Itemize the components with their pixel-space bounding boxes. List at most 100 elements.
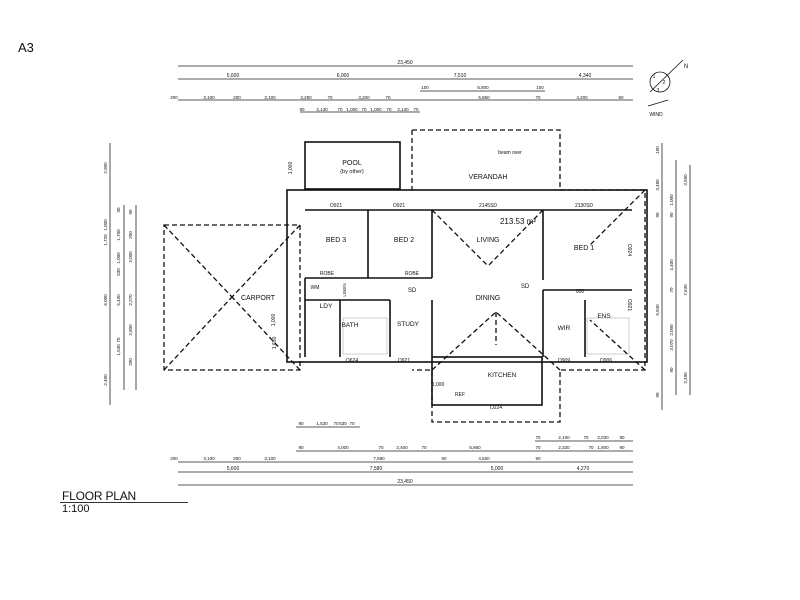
dim-1000b: 1,000 <box>271 314 277 327</box>
dim-bottom-row2-4: 70 <box>421 445 427 450</box>
dim-1000c: 1,000 <box>432 382 445 388</box>
dim-bottom-row3-3: 2,030 <box>597 435 609 440</box>
dim-bottom-row3-1: 2,100 <box>558 435 570 440</box>
dim-right-outer-0: 3,500 <box>683 174 688 186</box>
dim-top-row3-1: 3,100 <box>203 95 215 100</box>
room-carport: CARPORT <box>241 295 276 302</box>
floor-area: 213.53 m² <box>500 217 536 226</box>
dim-1000a: 1,000 <box>288 162 294 175</box>
dim-top-row4-6: 70 <box>386 107 392 112</box>
label-robe-1: ROBE <box>320 271 335 277</box>
dim-bottom-row2-8: 70 <box>588 445 594 450</box>
dim-left-inner-11: 1,530 <box>116 344 121 356</box>
dim-bottom-row4-0: 200 <box>170 456 178 461</box>
room-dining: DINING <box>476 295 501 302</box>
compass-rose-3: 3 <box>657 88 660 94</box>
dim-bottom-row5-0: 5,600 <box>227 466 240 472</box>
dim-left-inner-8: 2,270 <box>128 294 133 306</box>
dim-right-inner-1: 3,480 <box>655 179 660 191</box>
dim-bottom-row2-3: 2,400 <box>396 445 408 450</box>
dim-top-row4-1: 2,130 <box>316 107 328 112</box>
dim-top-row4-2: 70 <box>337 107 343 112</box>
door-d3: 2145SD <box>479 203 497 209</box>
dim-right-inner-10: 90 <box>669 367 674 373</box>
dim-bottom-row5-1: 7,580 <box>370 466 383 472</box>
dim-right-inner-4: 90 <box>669 212 674 218</box>
dim-left-inner-9: 2,800 <box>128 324 133 336</box>
dim-top-row3-2: 200 <box>233 95 241 100</box>
room-bed2: BED 2 <box>394 237 414 244</box>
room-kitchen: KITCHEN <box>488 372 517 379</box>
dim-right-inner-8: 2,000 <box>669 324 674 336</box>
roof-hip-living-right <box>487 209 544 267</box>
dim-top-row2-1: 6,000 <box>337 73 350 79</box>
dim-left-inner-7: 5,430 <box>116 294 121 306</box>
dim-left-inner-3: 200 <box>128 231 133 239</box>
dim-top-row2-0: 5,600 <box>227 73 240 79</box>
dim-bottom-row2-1: 4,000 <box>337 445 349 450</box>
dim-top-row4-0: 90 <box>299 107 305 112</box>
house-outline <box>286 189 648 363</box>
door-d10: O906 <box>600 358 612 364</box>
dim-top-row3-11: 90 <box>618 95 624 100</box>
dim-top-row2-3: 4,340 <box>579 73 592 79</box>
dim-bottom-row5-2: 5,000 <box>491 466 504 472</box>
dim-top-row3a-1: 5,800 <box>477 85 489 90</box>
roof-hip-bed1-bottom <box>589 319 646 371</box>
dim-bottom-row2-2: 70 <box>378 445 384 450</box>
dim-bottom-row2-10: 90 <box>619 445 625 450</box>
room-verandah: VERANDAH <box>469 174 508 181</box>
dim-bottom-row4-7: 90 <box>535 456 541 461</box>
dim-top-row4-7: 2,130 <box>397 107 409 112</box>
label-sd-1: SD <box>408 288 417 294</box>
door-d1: O921 <box>330 203 342 209</box>
dim-top-row3-9: 70 <box>535 95 541 100</box>
room-bed1: BED 1 <box>574 245 594 252</box>
label-robe-2: ROBE <box>405 271 420 277</box>
dim-bottom-row1-3: 530 <box>339 421 347 426</box>
compass-rose-1: 1 <box>653 74 656 80</box>
dim-right-inner-0: 100 <box>655 146 660 154</box>
door-d11: O224 <box>490 405 502 411</box>
dim-bottom-row4-2: 200 <box>233 456 241 461</box>
pool-outline <box>304 141 401 190</box>
room-pool: POOL <box>342 160 362 167</box>
label-linen: LINEN <box>342 283 347 296</box>
dim-right-outer-2: 2,490 <box>683 372 688 384</box>
bath-tile-area <box>342 317 388 355</box>
carport-hip-1 <box>163 224 233 298</box>
main-roof-outline <box>412 129 646 423</box>
label-sd-2: SD <box>521 284 530 290</box>
title-underline <box>60 502 188 503</box>
dim-left-inner-2: 90 <box>128 209 133 215</box>
dim-top-row3a-0: 100 <box>421 85 429 90</box>
label-wm: WM <box>311 285 320 291</box>
room-pool-note: (by other) <box>340 169 364 175</box>
dim-left-inner-6: 530 <box>116 268 121 276</box>
dim-bottom-overall: 23,450 <box>397 479 413 485</box>
dim-bottom-row4-6: 4,820 <box>478 456 490 461</box>
dim-left-inner-0: 90 <box>116 207 121 213</box>
dim-right-inner-2: 90 <box>655 212 660 218</box>
north-arrow <box>649 59 684 93</box>
dim-right-inner-3: 1,000 <box>669 194 674 206</box>
dim-right-inner-7: 9,840 <box>655 304 660 316</box>
dim-top-row3-8: 5,860 <box>478 95 490 100</box>
room-wir: WIR <box>558 325 571 332</box>
room-living: LIVING <box>477 237 500 244</box>
compass-rose-2: 2 <box>663 80 666 86</box>
dim-left-outer-3: 6,000 <box>103 294 108 306</box>
roof-hip-kitchen-left <box>431 311 497 371</box>
room-ens: ENS <box>597 313 611 320</box>
compass-circle <box>649 71 671 93</box>
kitchen-outline <box>431 356 543 406</box>
dim-top-row4-4: 70 <box>361 107 367 112</box>
dim-bottom-row2-6: 70 <box>535 445 541 450</box>
dim-left-inner-10: 70 <box>116 337 121 343</box>
door-d4: 2130SD <box>575 203 593 209</box>
dim-bottom-row1-4: 70 <box>349 421 355 426</box>
door-d7: O624 <box>346 358 358 364</box>
dim-left-outer-2: 1,720 <box>103 234 108 246</box>
